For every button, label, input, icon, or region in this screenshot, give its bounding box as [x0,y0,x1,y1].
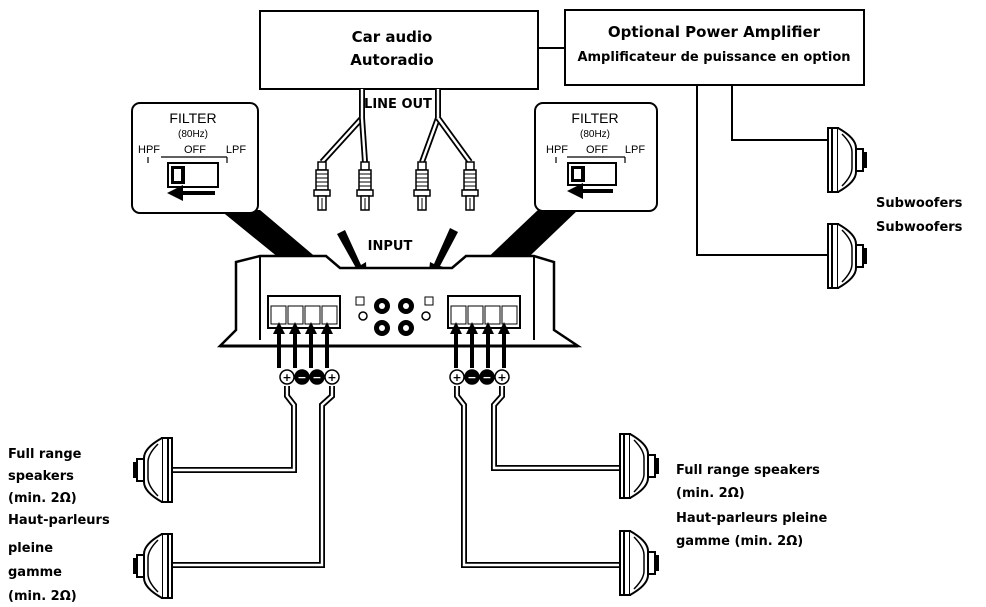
svg-text:+: + [452,371,461,384]
rca-plug-1 [313,161,331,211]
svg-text:Haut-parleurs pleine: Haut-parleurs pleine [676,511,827,526]
terminal-arrows-right [450,322,510,368]
subwoofer-wires [696,85,832,256]
filter-callout-right: FILTER (80Hz) HPF OFF LPF [480,102,658,275]
subwoofers-label-en: Subwoofers [876,196,963,211]
svg-text:−: − [312,371,321,384]
optional-power-amplifier: Optional Power Amplifier Amplificateur d… [564,9,865,86]
svg-text:−: − [467,371,476,384]
filter-hpf-left: HPF [138,144,160,156]
filter-lpf-left: LPF [226,144,246,156]
filter-callout-left: FILTER (80Hz) HPF OFF LPF [131,102,325,275]
filter-off-right: OFF [586,144,608,156]
svg-text:+: + [327,371,336,384]
power-amp-label-en: Optional Power Amplifier [608,23,821,41]
subwoofer-1 [827,127,868,193]
svg-text:Haut-parleurs: Haut-parleurs [8,513,110,528]
power-amp-label-fr: Amplificateur de puissance en option [577,50,850,65]
svg-text:+: + [282,371,291,384]
svg-text:(min. 2Ω): (min. 2Ω) [676,486,745,501]
subwoofers-label-fr: Subwoofers [876,220,963,235]
filter-title-left: FILTER [169,110,216,126]
svg-text:Full range speakers: Full range speakers [676,463,820,478]
filter-lpf-right: LPF [625,144,645,156]
input-label: INPUT [368,239,413,254]
svg-text:−: − [482,371,491,384]
full-range-speaker-left-1 [132,437,173,503]
rca-cables [313,89,479,211]
filter-freq-left: (80Hz) [178,129,208,140]
filter-freq-right: (80Hz) [580,129,610,140]
rca-plug-3 [413,161,431,211]
svg-text:(min. 2Ω): (min. 2Ω) [8,491,77,506]
left-speaker-labels: Full range speakers (min. 2Ω) Haut-parle… [8,447,110,604]
full-range-speaker-right-1 [619,433,660,499]
svg-text:pleine: pleine [8,541,53,556]
full-range-speaker-right-2 [619,530,660,596]
speaker-wires-left [168,386,335,568]
terminal-signs-left: + − − + [279,369,340,385]
full-range-speaker-left-2 [132,533,173,599]
speaker-wires-right [454,386,622,568]
rca-plug-2 [356,161,374,211]
svg-text:Full range: Full range [8,447,82,462]
svg-text:gamme: gamme [8,565,62,580]
autoradio-label: Autoradio [350,51,433,69]
car-audio-label: Car audio [352,28,433,46]
rca-plug-4 [461,161,479,211]
amplifier-unit [216,254,583,348]
svg-text:(min. 2Ω): (min. 2Ω) [8,589,77,604]
terminal-arrows-left [273,322,333,368]
filter-hpf-right: HPF [546,144,568,156]
svg-text:−: − [297,371,306,384]
car-audio-unit: Car audio Autoradio [259,10,539,90]
subwoofer-2 [827,223,868,289]
line-out-label: LINE OUT [364,97,432,112]
right-speaker-labels: Full range speakers (min. 2Ω) Haut-parle… [676,463,827,549]
filter-title-right: FILTER [571,110,618,126]
svg-text:gamme (min. 2Ω): gamme (min. 2Ω) [676,534,803,549]
terminal-signs-right: + − − + [449,369,510,385]
filter-off-left: OFF [184,144,206,156]
svg-text:speakers: speakers [8,469,74,484]
svg-text:+: + [497,371,506,384]
